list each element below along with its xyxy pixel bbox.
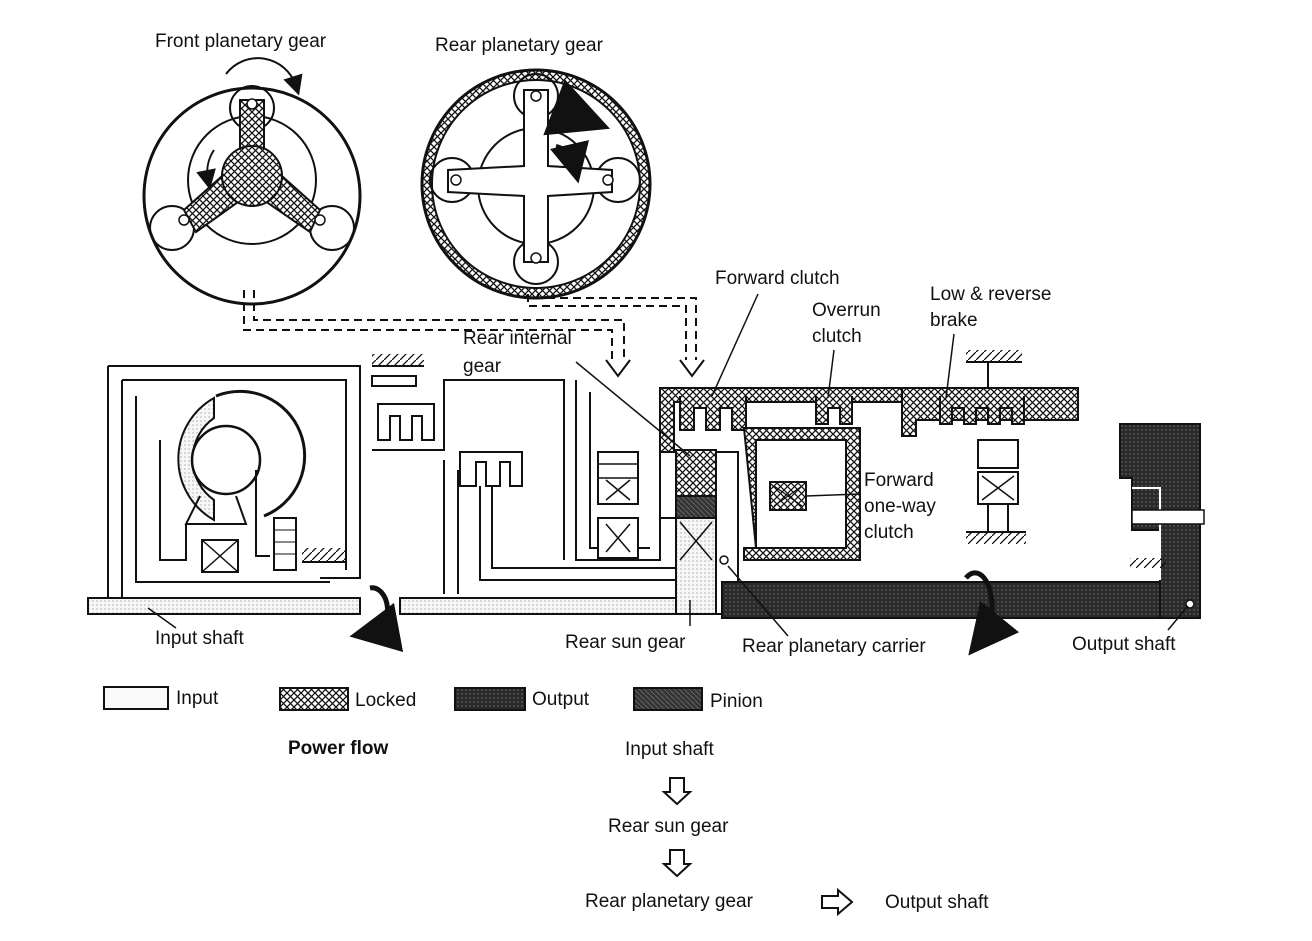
label-rear-planetary-carrier: Rear planetary carrier bbox=[742, 636, 926, 657]
label-overrun-2: clutch bbox=[812, 326, 862, 347]
label-rear-planetary-gear: Rear planetary gear bbox=[435, 35, 604, 56]
label-forward-clutch: Forward clutch bbox=[715, 268, 840, 289]
middle-clutch-drum bbox=[371, 354, 690, 594]
label-output-shaft: Output shaft bbox=[1072, 634, 1176, 655]
legend-swatch-locked bbox=[279, 687, 349, 711]
label-input-shaft: Input shaft bbox=[155, 628, 244, 649]
locked-components bbox=[659, 350, 1079, 561]
output-shaft-body bbox=[721, 423, 1205, 656]
label-front-planetary-gear: Front planetary gear bbox=[155, 31, 327, 52]
label-low-reverse-1: Low & reverse bbox=[930, 284, 1051, 305]
legend-swatch-input bbox=[103, 686, 169, 710]
rear-sun-and-carrier bbox=[675, 451, 739, 615]
down-arrow-icon bbox=[661, 777, 693, 806]
legend-label-pinion: Pinion bbox=[710, 691, 763, 712]
legend-label-locked: Locked bbox=[355, 690, 416, 711]
label-rear-internal-1: Rear internal bbox=[463, 328, 572, 349]
input-rotation-arrow bbox=[349, 585, 404, 652]
low-reverse-one-way bbox=[966, 439, 1026, 544]
legend-label-output: Output bbox=[532, 689, 590, 710]
down-arrow-icon bbox=[661, 849, 693, 878]
input-shaft-body bbox=[87, 365, 701, 615]
label-overrun-1: Overrun bbox=[812, 300, 881, 321]
dashed-arrow-head-1 bbox=[605, 359, 631, 378]
power-flow-step-input-shaft: Input shaft bbox=[625, 739, 714, 760]
power-flow-step-rear-sun-gear: Rear sun gear bbox=[608, 816, 729, 837]
label-rear-internal-2: gear bbox=[463, 356, 502, 377]
label-low-reverse-2: brake bbox=[930, 310, 978, 331]
front-planetary-gear bbox=[142, 57, 362, 306]
power-flow: Power flow Input shaft Rear sun gear Rea… bbox=[288, 738, 989, 917]
legend-swatch-pinion bbox=[633, 687, 703, 711]
leader-lines bbox=[147, 293, 1189, 637]
right-arrow-icon bbox=[821, 887, 854, 917]
legend-swatch-output bbox=[454, 687, 526, 711]
power-flow-title: Power flow bbox=[288, 738, 389, 759]
label-forward-oneway-2: one-way bbox=[864, 496, 936, 517]
dashed-arrow-head-2 bbox=[679, 359, 705, 378]
legend: Input Locked Output Pinion bbox=[103, 686, 763, 712]
legend-label-input: Input bbox=[176, 688, 219, 709]
power-flow-step-rear-planetary-gear: Rear planetary gear bbox=[585, 891, 754, 912]
rear-planetary-gear bbox=[420, 68, 652, 300]
torque-converter bbox=[159, 389, 346, 573]
dashed-connectors bbox=[243, 290, 697, 368]
power-flow-step-output-shaft: Output shaft bbox=[885, 892, 989, 913]
label-rear-sun-gear: Rear sun gear bbox=[565, 632, 686, 653]
label-forward-oneway-3: clutch bbox=[864, 522, 914, 543]
label-forward-oneway-1: Forward bbox=[864, 470, 934, 491]
